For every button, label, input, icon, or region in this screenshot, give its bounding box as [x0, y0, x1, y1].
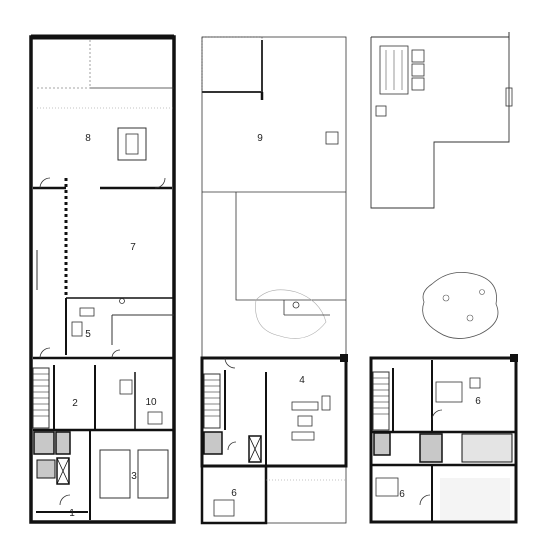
upper-block-wall	[200, 356, 348, 468]
room-label-4: 4	[299, 375, 305, 386]
car-outline	[99, 449, 131, 499]
lift	[248, 435, 262, 463]
roof-unit	[411, 63, 425, 77]
room-label-3: 3	[131, 471, 137, 482]
bedroom-wall	[200, 464, 268, 525]
car-outline	[137, 449, 169, 499]
room-label-6-first-floor: 6	[231, 488, 237, 499]
bed	[375, 477, 399, 497]
service-block	[373, 432, 391, 456]
column	[292, 301, 300, 309]
door-swing	[419, 494, 431, 506]
sofa	[291, 401, 319, 411]
lift-cross	[56, 457, 70, 485]
tree-canopy	[255, 289, 327, 339]
room-label-8: 8	[85, 133, 91, 144]
shadow-area	[461, 433, 513, 463]
room-label-1: 1	[69, 508, 75, 519]
tree-detail	[466, 314, 474, 322]
desk	[79, 307, 95, 317]
sink	[147, 411, 163, 425]
terrace-floor	[440, 478, 510, 520]
door-swing	[111, 349, 121, 359]
nightstand	[469, 377, 481, 389]
sofa	[291, 431, 315, 441]
column	[119, 298, 125, 304]
void-edge	[235, 192, 346, 301]
door-swing	[431, 409, 443, 421]
roof-plan	[370, 32, 513, 339]
first-floor-plan	[200, 36, 348, 525]
door-swing	[224, 357, 236, 369]
room-label-10: 10	[145, 397, 157, 408]
door-swing	[39, 177, 51, 189]
tree-detail	[479, 289, 485, 295]
terrace-area	[201, 36, 263, 93]
roof-unit	[375, 105, 387, 117]
room-label-9: 9	[257, 133, 263, 144]
top-floor-outer-wall	[369, 356, 518, 524]
door-swing	[154, 177, 166, 189]
top-floor-plan	[369, 354, 518, 524]
room-label-5: 5	[85, 329, 91, 340]
dining-table	[117, 127, 147, 161]
stair	[372, 371, 390, 431]
bed	[213, 499, 235, 517]
solar-panel	[379, 45, 409, 95]
door-swing	[227, 441, 237, 451]
service-block	[419, 433, 443, 463]
room-label-6-top-upper: 6	[475, 396, 481, 407]
roof-outline	[370, 36, 510, 209]
lift-cross	[248, 435, 262, 463]
chair	[321, 395, 331, 411]
roof-unit	[411, 49, 425, 63]
appliance	[119, 379, 133, 395]
stair	[203, 373, 221, 429]
bed	[435, 381, 463, 403]
coffee-table	[297, 415, 313, 427]
stair	[32, 367, 50, 429]
dining-table-top	[125, 133, 139, 155]
service-block	[203, 431, 223, 455]
door-swing	[59, 494, 71, 506]
skylight	[325, 131, 339, 145]
column-block	[510, 354, 518, 362]
room-labels: 8 7 5 2 10 3 1 9 4 6 6 6	[69, 133, 481, 519]
service-block	[33, 431, 55, 455]
room-label-7: 7	[130, 242, 136, 253]
room-label-2: 2	[72, 398, 78, 409]
tree-detail	[442, 294, 450, 302]
first-floor-outline	[201, 36, 347, 524]
desk	[71, 321, 83, 337]
tree-canopy	[422, 271, 499, 339]
roof-hatch	[505, 87, 513, 107]
lift	[56, 457, 70, 485]
column-block	[340, 354, 348, 362]
door-swing	[39, 347, 51, 359]
service-block	[55, 431, 71, 455]
service-block	[36, 459, 56, 479]
room-label-6-top-lower: 6	[399, 489, 405, 500]
ground-floor-plan	[29, 34, 176, 524]
roof-unit	[411, 77, 425, 91]
